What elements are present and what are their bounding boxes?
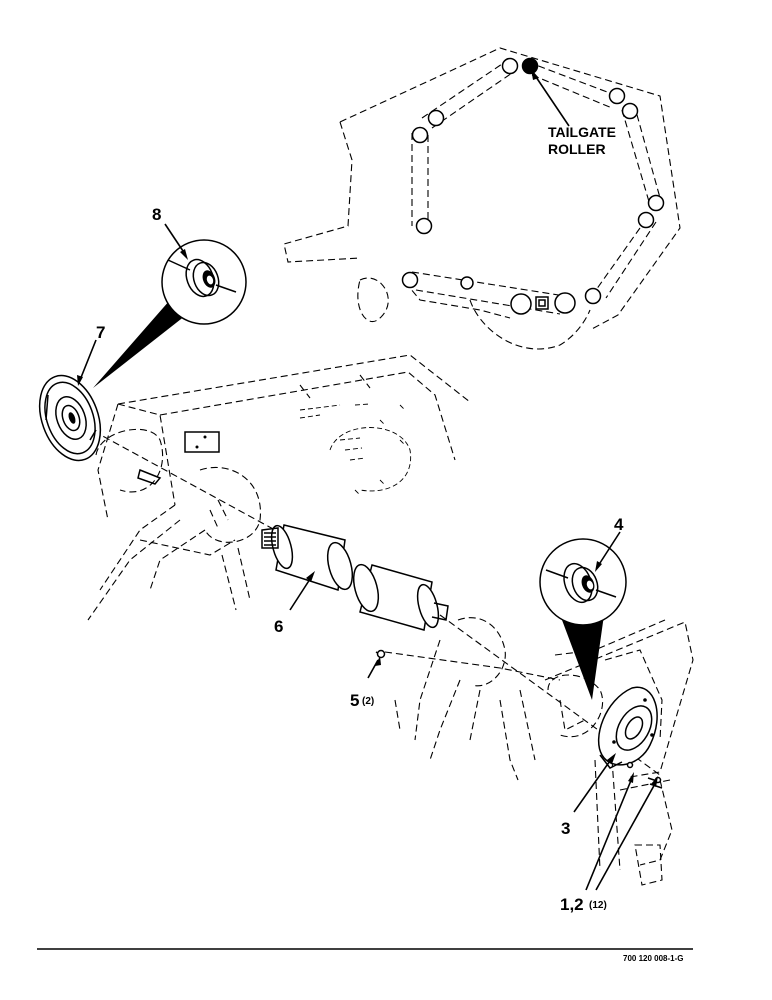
label-part-4: 4 <box>614 515 624 534</box>
tailgate-label-line1: TAILGATE <box>548 124 616 140</box>
rollers <box>401 57 665 315</box>
label-part-1-2: 1,2 <box>560 895 584 914</box>
label-part-3: 3 <box>561 819 570 838</box>
label-part-7: 7 <box>96 323 105 342</box>
tailgate-roller <box>521 57 539 75</box>
detail-magnifier-4 <box>539 538 627 700</box>
label-part-5: 5 <box>350 691 359 710</box>
footer: 700 120 008-1-G <box>37 948 693 963</box>
right-frame <box>394 617 694 886</box>
callout-leaders <box>77 223 658 891</box>
label-part-5-qty: (2) <box>362 696 374 707</box>
tailgate-label-line2: ROLLER <box>548 141 606 157</box>
tailgate-roller-callout: TAILGATE ROLLER <box>531 69 616 157</box>
tube-assembly <box>261 524 449 631</box>
bearing-flange-left <box>38 374 102 462</box>
belt-paths <box>404 61 663 319</box>
baler-outline <box>283 47 681 350</box>
bearing-flange-right <box>597 686 658 769</box>
bolt-part-5 <box>367 649 386 679</box>
detail-magnifier-8 <box>93 239 247 388</box>
callout-labels: 8 7 6 4 5 (2) 3 1,2 (12) <box>96 205 624 914</box>
label-part-8: 8 <box>152 205 161 224</box>
document-number: 700 120 008-1-G <box>623 954 684 963</box>
main-frame <box>87 354 471 621</box>
label-part-6: 6 <box>274 617 283 636</box>
label-part-1-2-qty: (12) <box>589 900 607 911</box>
